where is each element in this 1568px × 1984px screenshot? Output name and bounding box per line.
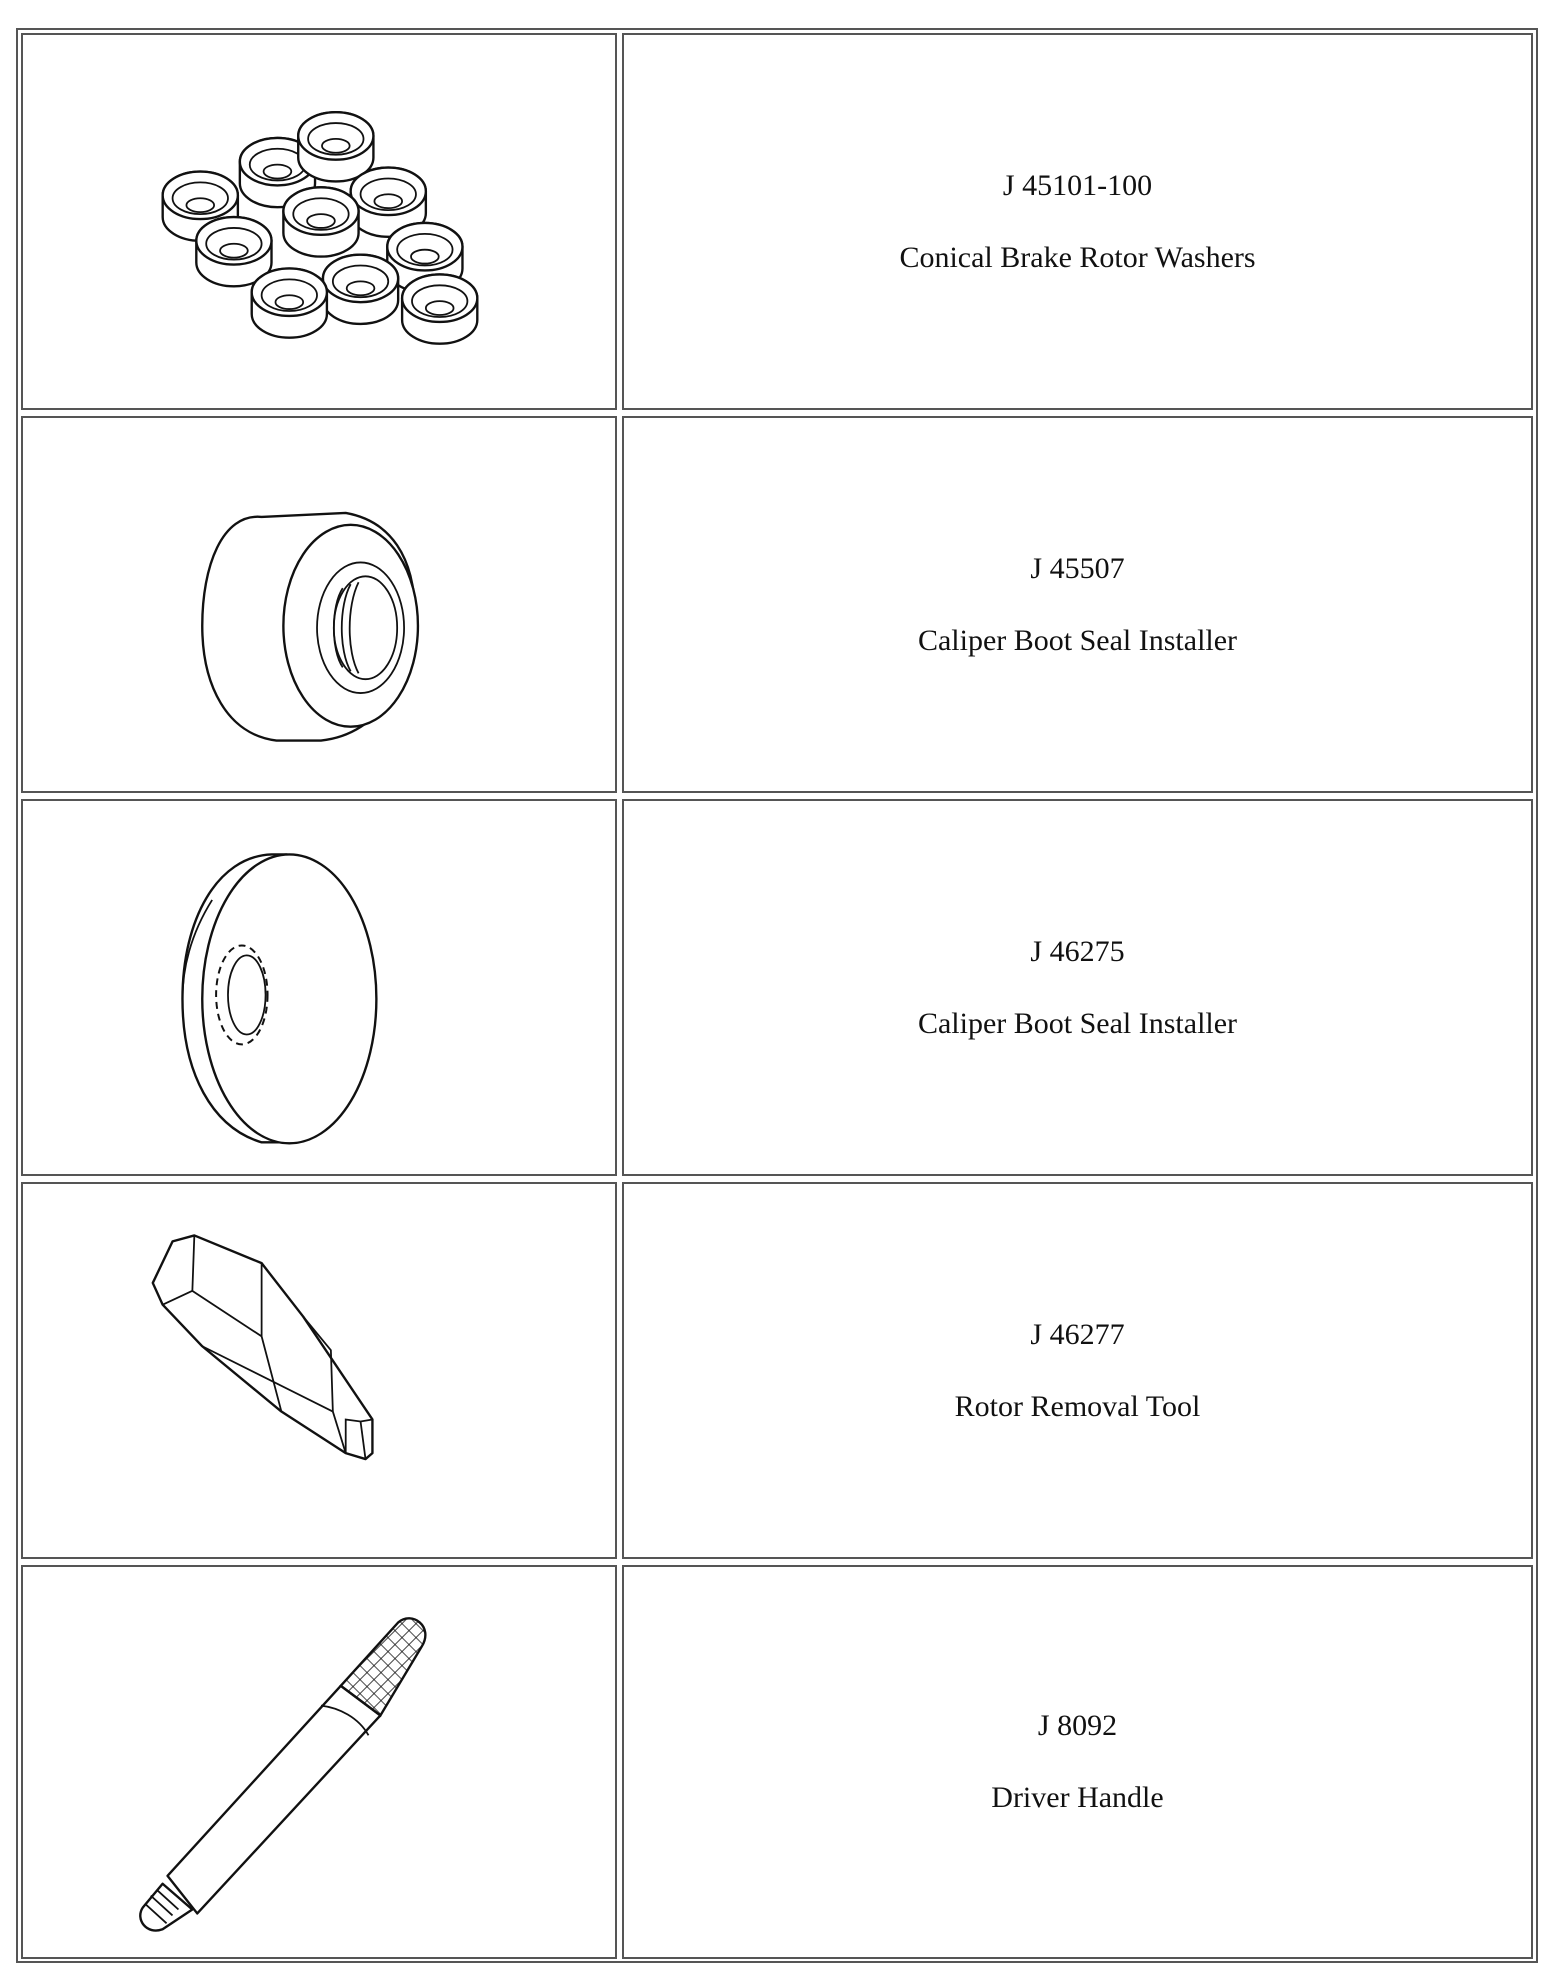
seal-installer-icon xyxy=(201,511,420,742)
seal-installer-icon xyxy=(181,853,378,1145)
tool-number: J 8092 xyxy=(1037,1709,1118,1742)
tool-description-cell: J 8092 Driver Handle xyxy=(622,1565,1533,1959)
table-row: J 46275 Caliper Boot Seal Installer xyxy=(18,796,1536,1179)
tool-description-cell: J 46277 Rotor Removal Tool xyxy=(622,1182,1533,1559)
driver-handle-icon xyxy=(139,1617,427,1932)
tool-name: Rotor Removal Tool xyxy=(954,1389,1201,1423)
tool-illustration-cell xyxy=(21,1565,617,1959)
special-tools-table: J 45101-100 Conical Brake Rotor Washers … xyxy=(16,28,1538,1963)
washers-icon xyxy=(161,110,479,345)
tool-number: J 46275 xyxy=(1030,934,1125,968)
tool-illustration-cell xyxy=(21,799,617,1176)
tool-illustration-cell xyxy=(21,1182,617,1559)
tool-name: Conical Brake Rotor Washers xyxy=(899,240,1256,274)
table-row: J 46277 Rotor Removal Tool xyxy=(18,1179,1536,1562)
tool-name: Caliper Boot Seal Installer xyxy=(917,623,1238,657)
tool-number: J 46277 xyxy=(1030,1317,1125,1351)
table-row: J 8092 Driver Handle xyxy=(18,1562,1536,1962)
tool-name: Caliper Boot Seal Installer xyxy=(917,1006,1238,1040)
tool-description-cell: J 45507 Caliper Boot Seal Installer xyxy=(622,416,1533,793)
tool-illustration-cell xyxy=(21,33,617,410)
tool-description-cell: J 46275 Caliper Boot Seal Installer xyxy=(622,799,1533,1176)
table-row: J 45101-100 Conical Brake Rotor Washers xyxy=(18,30,1536,413)
tool-number: J 45507 xyxy=(1030,551,1125,585)
rotor-removal-tool-icon xyxy=(151,1234,374,1461)
table-row: J 45507 Caliper Boot Seal Installer xyxy=(18,413,1536,796)
tool-number: J 45101-100 xyxy=(1002,168,1153,202)
tool-description-cell: J 45101-100 Conical Brake Rotor Washers xyxy=(622,33,1533,410)
tool-name: Driver Handle xyxy=(991,1781,1164,1814)
tool-illustration-cell xyxy=(21,416,617,793)
